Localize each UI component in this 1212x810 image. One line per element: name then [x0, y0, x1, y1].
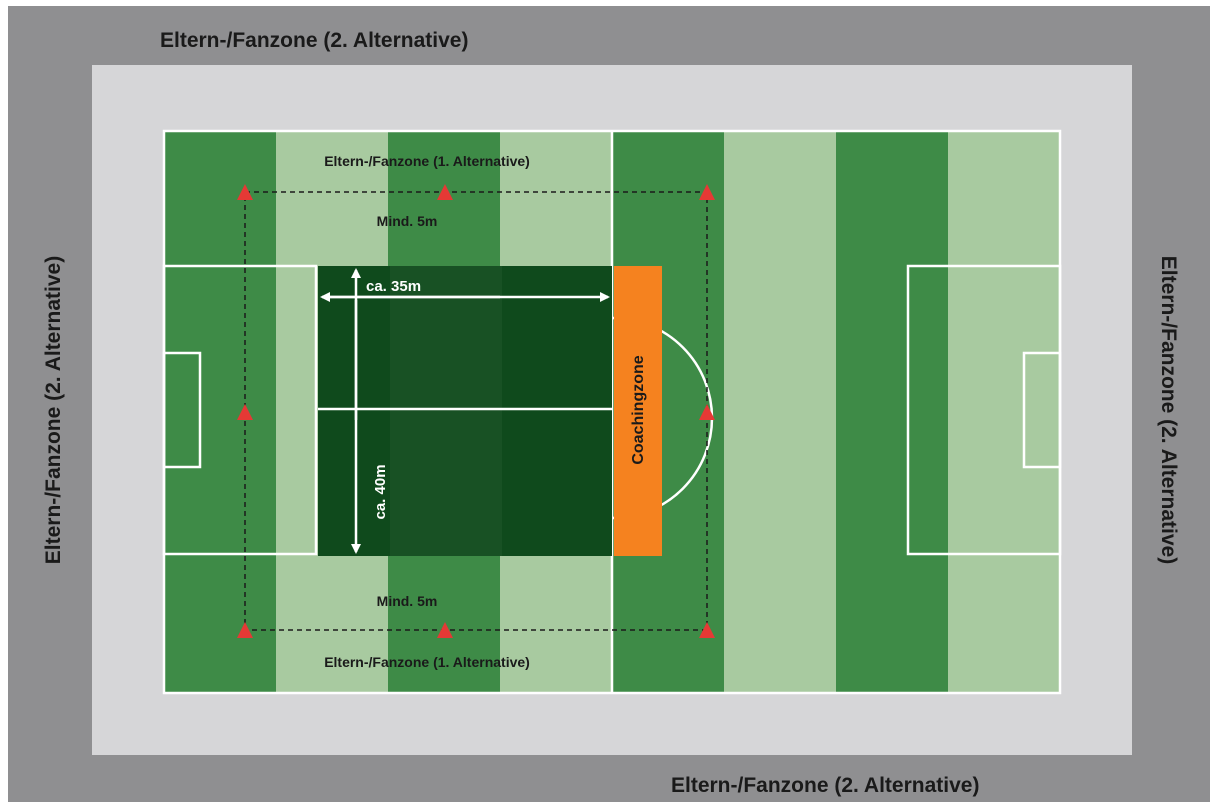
- outer-zone-bottom-label: Eltern-/Fanzone (2. Alternative): [671, 774, 979, 797]
- pitch-stripe: [164, 131, 276, 693]
- cones: [237, 184, 715, 638]
- small-field: [318, 266, 612, 556]
- outer-zone-right-label: Eltern-/Fanzone (2. Alternative): [1157, 256, 1180, 564]
- cone-icon: [437, 184, 453, 200]
- pitch-stripe: [724, 131, 836, 693]
- width-measure-label: ca. 35m: [366, 278, 421, 295]
- outer-zone-left-label: Eltern-/Fanzone (2. Alternative): [42, 256, 65, 564]
- outer-zone-top-label: Eltern-/Fanzone (2. Alternative): [160, 29, 468, 52]
- cone-icon: [699, 184, 715, 200]
- cone-icon: [437, 622, 453, 638]
- cone-icon: [237, 184, 253, 200]
- left-goal-area: [162, 351, 202, 469]
- length-measure-label: ca. 40m: [372, 464, 389, 519]
- min-distance-bottom-label: Mind. 5m: [377, 593, 438, 609]
- right-goal-area: [1022, 351, 1062, 469]
- measurement-arrows: [320, 268, 610, 554]
- cone-icon: [237, 622, 253, 638]
- inner-zone-bottom-label: Eltern-/Fanzone (1. Alternative): [324, 654, 530, 670]
- pitch-stripe: [948, 131, 1060, 693]
- cone-icon: [699, 404, 715, 420]
- coaching-zone-label: Coachingzone: [630, 355, 647, 464]
- pitch-stripe: [836, 131, 948, 693]
- coaching-zone: [614, 266, 662, 556]
- cone-icon: [699, 622, 715, 638]
- min-distance-top-label: Mind. 5m: [377, 213, 438, 229]
- cone-icon: [237, 404, 253, 420]
- inner-zone-top-label: Eltern-/Fanzone (1. Alternative): [324, 153, 530, 169]
